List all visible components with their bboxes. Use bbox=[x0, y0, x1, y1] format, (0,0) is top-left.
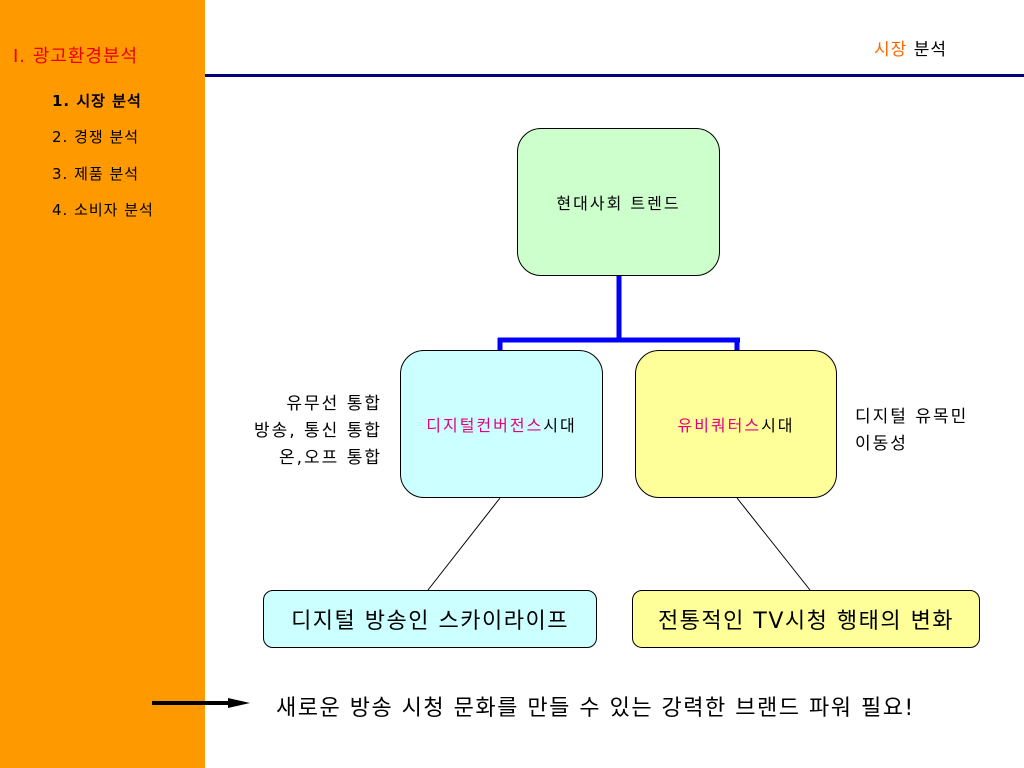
digital-convergence-box: 디지털컨버전스 시대 bbox=[400, 350, 603, 498]
header-divider bbox=[205, 74, 1024, 77]
left-note: 유무선 통합 bbox=[286, 394, 382, 414]
digital-convergence-rest: 시대 bbox=[543, 416, 577, 435]
tv-viewing-change-box: 전통적인 TV시청 행태의 변화 bbox=[632, 590, 980, 648]
right-notes: 디지털 유목민 이동성 bbox=[855, 404, 1015, 458]
page-title: 시장 분석 bbox=[874, 35, 947, 60]
conclusion-text: 새로운 방송 시청 문화를 만들 수 있는 강력한 브랜드 파워 필요! bbox=[276, 696, 915, 721]
ubiquitous-accent: 유비쿼터스 bbox=[677, 416, 762, 435]
right-note: 디지털 유목민 bbox=[855, 407, 969, 427]
root-trend-box: 현대사회 트렌드 bbox=[517, 128, 720, 276]
connector-left-to-result bbox=[427, 497, 501, 591]
left-note: 온,오프 통합 bbox=[278, 448, 382, 468]
digital-convergence-accent: 디지털컨버전스 bbox=[426, 416, 544, 435]
page-title-accent: 시장 bbox=[874, 40, 908, 60]
page-title-rest: 분석 bbox=[913, 40, 947, 60]
left-note: 방송, 통신 통합 bbox=[253, 421, 382, 441]
arrow-right-icon bbox=[152, 698, 250, 708]
sidebar-item-product-analysis: 3. 제품 분석 bbox=[52, 164, 140, 183]
sidebar-item-competition-analysis: 2. 경쟁 분석 bbox=[52, 128, 140, 147]
ubiquitous-rest: 시대 bbox=[761, 416, 795, 435]
root-trend-label: 현대사회 트렌드 bbox=[556, 194, 681, 213]
left-notes: 유무선 통합 방송, 통신 통합 온,오프 통합 bbox=[212, 391, 382, 472]
sidebar-nav: 1. 시장 분석 2. 경쟁 분석 3. 제품 분석 4. 소비자 분석 bbox=[52, 91, 154, 237]
skylife-result-box: 디지털 방송인 스카이라이프 bbox=[263, 590, 597, 648]
connector-right-to-result bbox=[736, 497, 811, 591]
right-note: 이동성 bbox=[855, 434, 908, 454]
tv-viewing-change-label: 전통적인 TV시청 행태의 변화 bbox=[657, 609, 955, 634]
ubiquitous-box: 유비쿼터스 시대 bbox=[635, 350, 837, 498]
section-title: I. 광고환경분석 bbox=[13, 46, 139, 67]
sidebar-item-consumer-analysis: 4. 소비자 분석 bbox=[52, 201, 154, 220]
sidebar: I. 광고환경분석 1. 시장 분석 2. 경쟁 분석 3. 제품 분석 4. … bbox=[0, 0, 205, 768]
skylife-result-label: 디지털 방송인 스카이라이프 bbox=[291, 609, 569, 634]
sidebar-item-market-analysis: 1. 시장 분석 bbox=[52, 92, 142, 110]
